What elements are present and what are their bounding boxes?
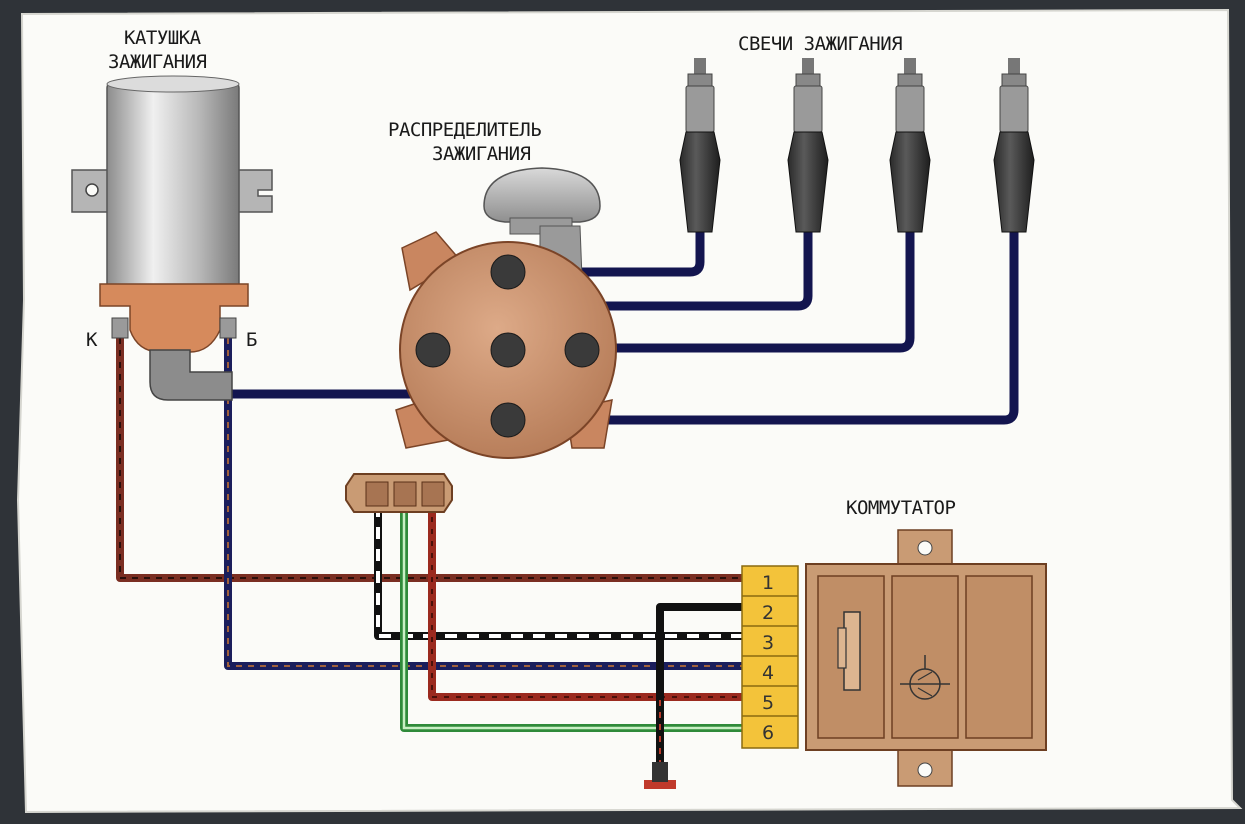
pin-label-4: 4	[762, 662, 774, 684]
pin-label-3: 3	[762, 632, 774, 654]
sensor-connector	[345, 473, 453, 513]
wire-pin2-to-ground	[656, 603, 742, 780]
label-coil-line2: ЗАЖИГАНИЯ	[108, 51, 207, 73]
ground-terminal	[644, 780, 676, 789]
cap-tower-center	[490, 332, 526, 368]
cap-tower-right	[564, 332, 600, 368]
pin-label-1: 1	[762, 572, 774, 594]
ignition-coil	[71, 75, 273, 401]
spark-plug-3	[889, 58, 931, 233]
label-coil-line1: КАТУШКА	[124, 27, 202, 49]
spark-plug-4	[993, 58, 1035, 233]
cap-tower-top	[490, 254, 526, 290]
vacuum-advance-dome	[483, 167, 601, 223]
pin-label-2: 2	[762, 602, 774, 624]
label-spark-plugs: СВЕЧИ ЗАЖИГАНИЯ	[738, 33, 902, 55]
coil-body	[106, 81, 240, 295]
hv-wire-plug1	[510, 227, 705, 277]
hv-wire-plug4	[510, 227, 1019, 425]
hv-wire-plug3	[577, 227, 915, 353]
label-commutator: КОММУТАТОР	[846, 497, 955, 519]
label-distributor-line1: РАСПРЕДЕЛИТЕЛЬ	[388, 119, 541, 141]
label-distributor-line2: ЗАЖИГАНИЯ	[432, 143, 531, 165]
coil-terminal-k	[111, 317, 129, 339]
label-terminal-k: К	[86, 329, 98, 351]
cap-tower-left	[415, 332, 451, 368]
commutator: 1 2 3 4 5 6	[741, 529, 1047, 787]
labels: КАТУШКА ЗАЖИГАНИЯ РАСПРЕДЕЛИТЕЛЬ ЗАЖИГАН…	[86, 27, 956, 519]
coil-hv-boot	[149, 349, 233, 401]
pin-label-6: 6	[762, 722, 774, 744]
low-voltage-wiring	[116, 338, 742, 789]
wire-connector-to-pin3	[374, 505, 742, 640]
spark-plug-1	[679, 58, 721, 233]
coil-terminal-b	[219, 317, 237, 339]
cap-tower-bottom	[490, 402, 526, 438]
ignition-distributor	[395, 167, 617, 459]
spark-plug-2	[787, 58, 829, 233]
pin-label-5: 5	[762, 692, 774, 714]
spark-plugs	[679, 58, 1035, 233]
label-terminal-b: Б	[246, 329, 257, 351]
